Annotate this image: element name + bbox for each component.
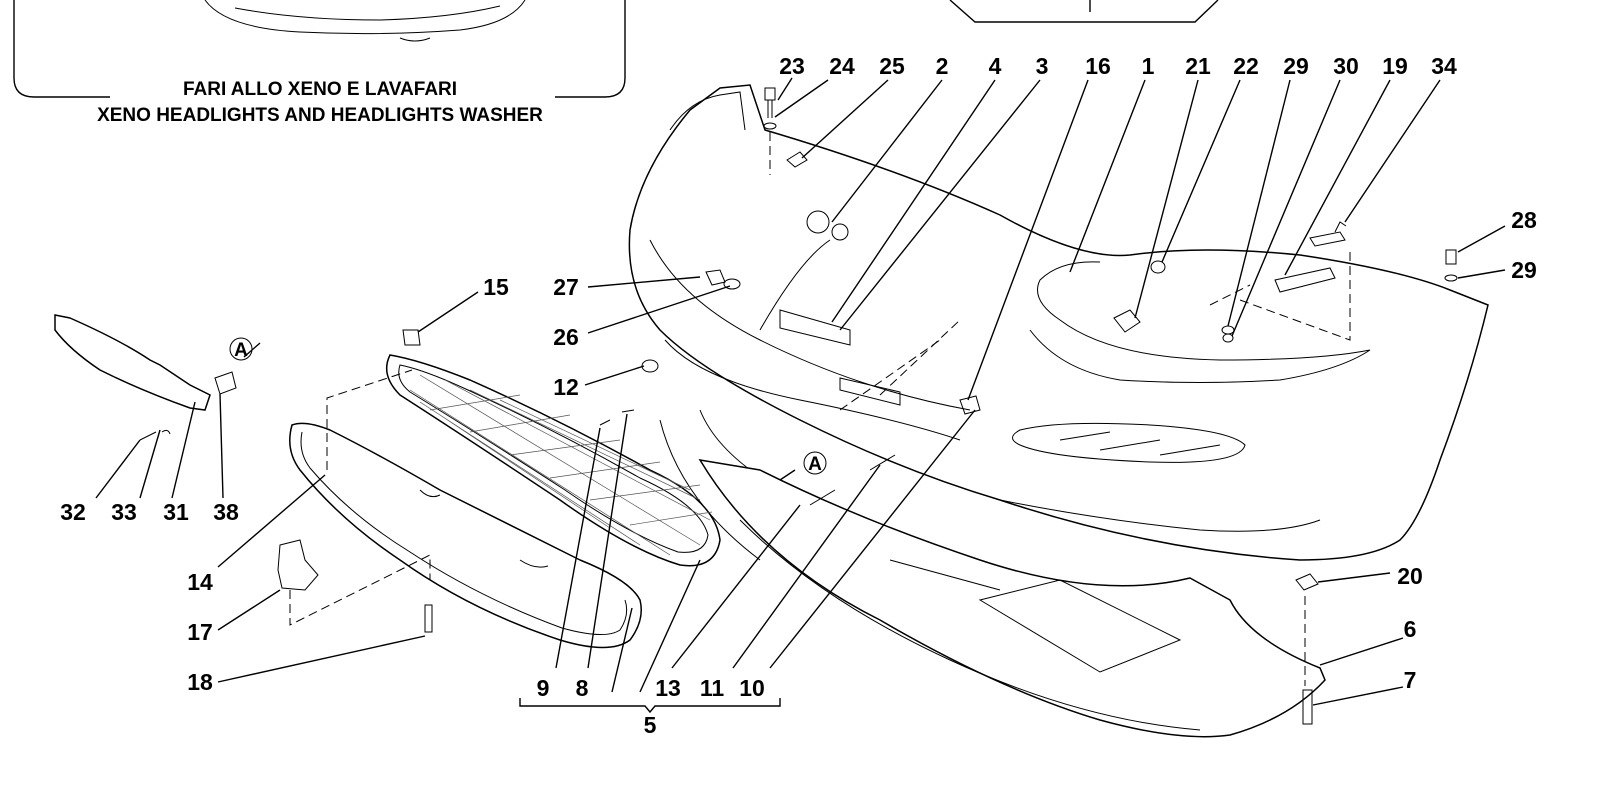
callout-12: 12 <box>553 374 579 400</box>
callout-15: 15 <box>483 274 509 300</box>
under-tray <box>659 419 1326 738</box>
callout-1: 1 <box>1142 53 1155 79</box>
callout-31: 31 <box>163 499 189 525</box>
callout-17: 17 <box>187 619 213 645</box>
ref-marker-a1: A <box>234 340 248 361</box>
callout-34: 34 <box>1431 53 1457 79</box>
callout-29-top: 29 <box>1283 53 1309 79</box>
callout-labels: 23 24 25 2 4 3 16 1 21 22 29 30 19 34 28… <box>60 53 1537 738</box>
top-frame-fragment <box>949 0 1219 23</box>
callout-38: 38 <box>213 499 239 525</box>
mesh-grille <box>385 354 721 567</box>
callout-28: 28 <box>1511 207 1537 233</box>
callout-5: 5 <box>644 712 657 738</box>
callout-6: 6 <box>1404 616 1417 642</box>
inset-caption-italian: FARI ALLO XENO E LAVAFARI <box>183 79 457 100</box>
callout-21: 21 <box>1185 53 1211 79</box>
callout-3: 3 <box>1036 53 1049 79</box>
callout-25: 25 <box>879 53 905 79</box>
callout-9: 9 <box>537 675 550 701</box>
callout-8: 8 <box>576 675 589 701</box>
callout-26: 26 <box>553 324 579 350</box>
callout-24: 24 <box>829 53 855 79</box>
callout-20: 20 <box>1397 563 1423 589</box>
leader-lines <box>95 77 1506 706</box>
callout-32: 32 <box>60 499 86 525</box>
callout-11: 11 <box>700 675 725 701</box>
inset-caption-english: XENO HEADLIGHTS AND HEADLIGHTS WASHER <box>97 105 543 126</box>
grille-frame <box>289 422 642 649</box>
side-bracket <box>54 314 211 411</box>
callout-18: 18 <box>187 669 213 695</box>
ref-arrow <box>779 469 796 481</box>
callout-22: 22 <box>1233 53 1259 79</box>
ref-marker-circle-a1 <box>229 337 253 361</box>
callout-19: 19 <box>1382 53 1408 79</box>
callout-29-right: 29 <box>1511 257 1537 283</box>
inset-frame <box>13 0 626 98</box>
callout-13: 13 <box>655 675 681 701</box>
callout-7: 7 <box>1404 667 1417 693</box>
callout-10: 10 <box>739 675 765 701</box>
callout-23: 23 <box>779 53 805 79</box>
ref-marker-a2: A <box>808 454 822 475</box>
front-bumper <box>628 84 1489 561</box>
callout-14: 14 <box>187 569 213 595</box>
callout-30: 30 <box>1333 53 1359 79</box>
ref-marker-circle-a2 <box>803 451 827 475</box>
callout-4: 4 <box>989 53 1002 79</box>
callout-33: 33 <box>111 499 137 525</box>
callout-2: 2 <box>936 53 949 79</box>
callout-27: 27 <box>553 274 579 300</box>
callout-16: 16 <box>1085 53 1111 79</box>
assembly-bracket <box>519 698 781 714</box>
assembly-lines <box>289 132 1351 686</box>
